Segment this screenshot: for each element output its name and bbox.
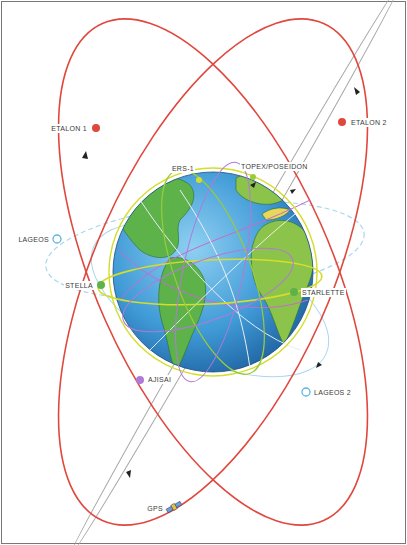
satellite-label: ETALON 2 xyxy=(350,118,388,127)
satellite-label: GPS xyxy=(146,504,164,513)
satellite-label: LAGEOS 2 xyxy=(313,388,352,397)
satellite-label: STELLA xyxy=(64,281,94,290)
satellite-label: ERS-1 xyxy=(171,164,195,173)
satellite-label: AJISAI xyxy=(147,375,172,384)
satellite-label: LAGEOS xyxy=(17,235,50,244)
satellite-label: TOPEX/POSEIDON xyxy=(240,162,309,171)
satellite-label: ETALON 1 xyxy=(50,124,88,133)
satellite-label: STARLETTE xyxy=(301,288,346,297)
